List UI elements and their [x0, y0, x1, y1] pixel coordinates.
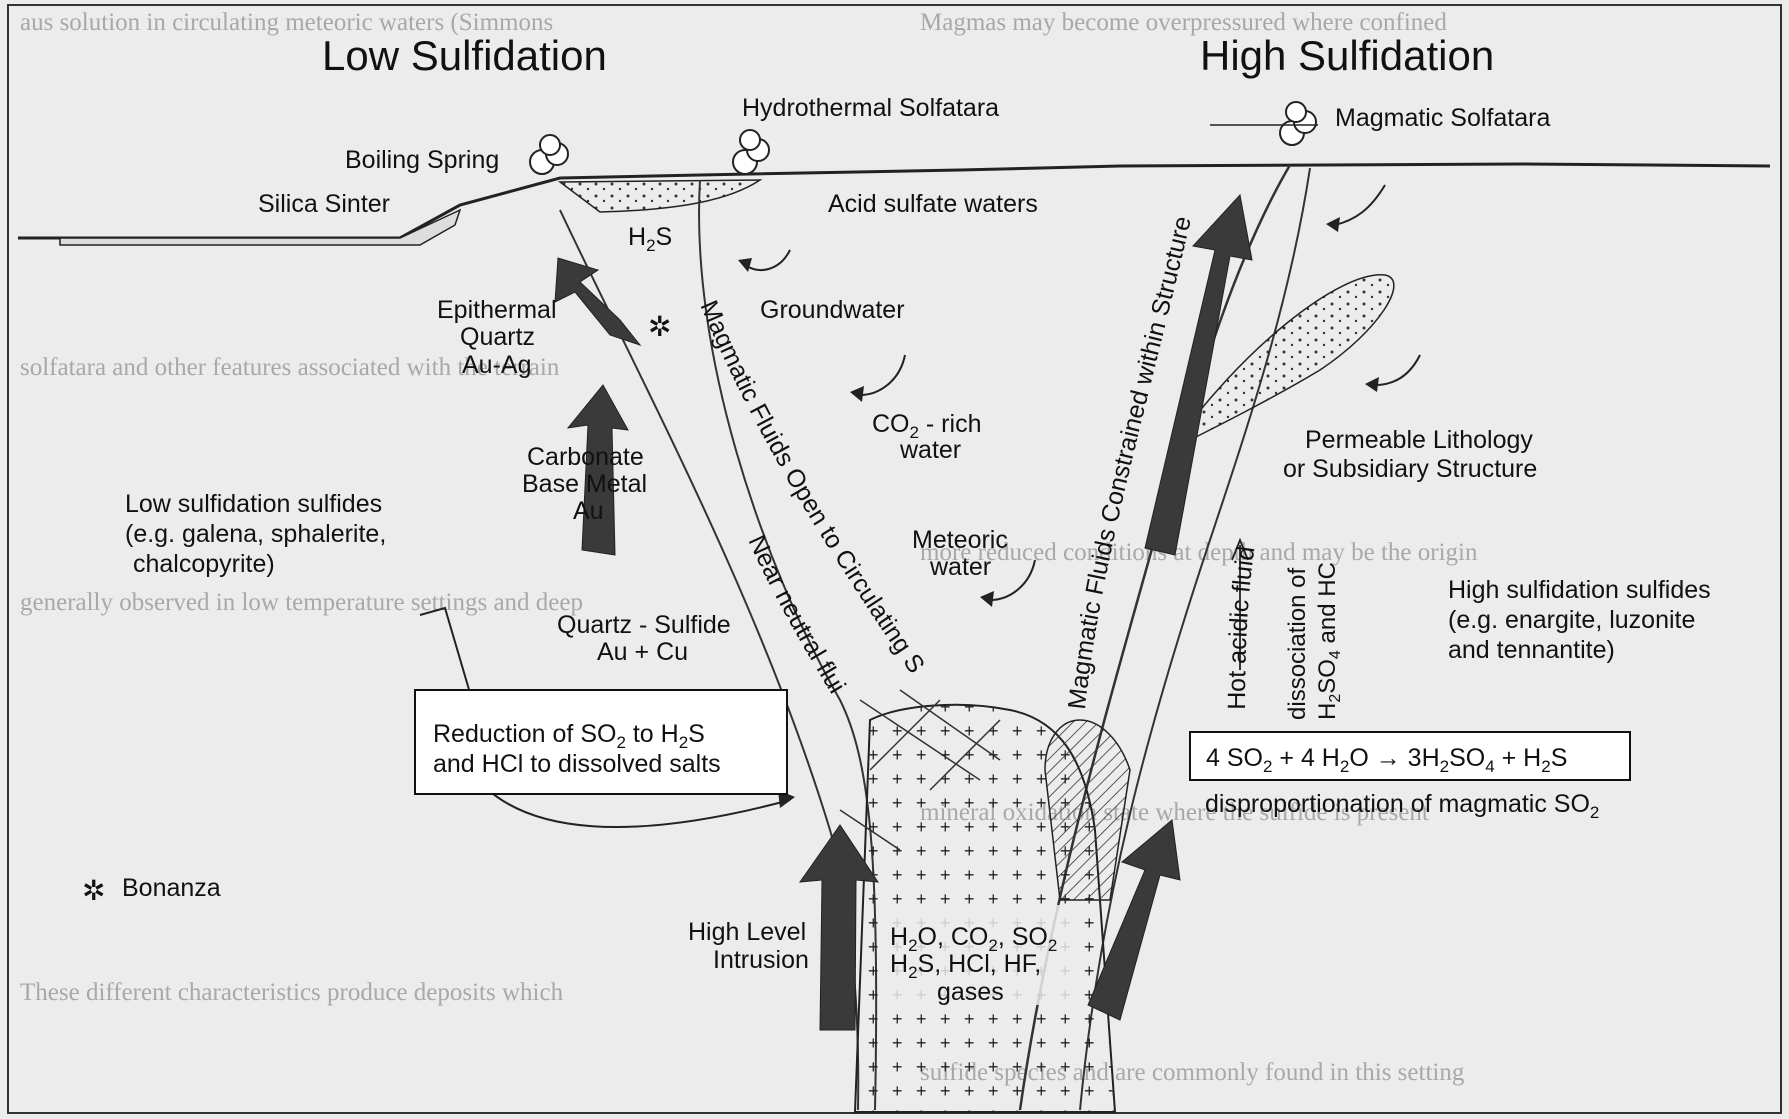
- co2-arrowhead-icon: [850, 386, 864, 402]
- equation-text: 4 SO2 + 4 H2O → 3H2SO4 + H2S: [1206, 744, 1567, 776]
- disproportionation-text: disproportionation of magmatic SO2: [1205, 790, 1599, 822]
- legend-bonanza: Bonanza: [122, 874, 221, 902]
- label-epithermal-quartz: Quartz: [460, 323, 535, 351]
- label-quartz-sulfide: Quartz - Sulfide: [557, 611, 731, 639]
- label-hydrothermal-solfatara: Hydrothermal Solfatara: [742, 94, 999, 122]
- solfatara-return-arrow-icon: [1335, 185, 1385, 225]
- meteoric-arrowhead-icon: [980, 591, 994, 607]
- label-quartz-sulfide-au-cu: Au + Cu: [597, 638, 688, 666]
- reduction-leader-line: [420, 608, 470, 693]
- title-high-sulfidation: High Sulfidation: [1200, 32, 1494, 79]
- svg-text:gases: gases: [937, 978, 1004, 1006]
- label-meteoric: Meteoric: [912, 526, 1008, 554]
- legend-low-sulfides-examples: (e.g. galena, sphalerite,: [125, 520, 386, 548]
- legend-high-sulfides-examples: (e.g. enargite, luzonite: [1448, 606, 1695, 634]
- title-low-sulfidation: Low Sulfidation: [322, 32, 607, 79]
- label-acid-sulfate-waters: Acid sulfate waters: [828, 190, 1038, 218]
- permeable-arrowhead-icon: [1365, 377, 1379, 392]
- label-epithermal: Epithermal: [437, 296, 557, 324]
- reduction-text-line2: and HCl to dissolved salts: [433, 750, 721, 778]
- hydrothermal-solfatara-puff-icon: [733, 130, 769, 174]
- label-dissociation: dissociation of: [1284, 567, 1311, 720]
- svg-text:These different characteristic: These different characteristics produce …: [20, 979, 564, 1006]
- bonanza-legend-icon: ✲: [82, 875, 105, 906]
- label-gases: H2O, CO2, SO2 H2S, HCl, HF, gases: [885, 905, 1075, 1006]
- label-co2-water: water: [899, 436, 961, 464]
- flow-arrow-epithermal-icon: [555, 258, 640, 345]
- label-intrusion: Intrusion: [713, 946, 809, 974]
- legend-low-sulfides: Low sulfidation sulfides: [125, 490, 382, 518]
- label-boiling-spring: Boiling Spring: [345, 146, 499, 174]
- svg-text:generally observed in low temp: generally observed in low temperature se…: [20, 589, 583, 616]
- label-magmatic-solfatara: Magmatic Solfatara: [1335, 104, 1550, 132]
- label-epithermal-au-ag: Au-Ag: [462, 351, 531, 379]
- label-carbonate-au: Au: [573, 497, 604, 525]
- label-h2s: H2S: [628, 223, 672, 255]
- legend-high-sulfides: High sulfidation sulfides: [1448, 576, 1711, 604]
- legend-high-sulfides-tennantite: and tennantite): [1448, 636, 1615, 664]
- co2-water-arrow-icon: [860, 355, 905, 395]
- boiling-spring-puff-icon: [530, 135, 568, 174]
- label-silica-sinter: Silica Sinter: [258, 190, 390, 218]
- bonanza-marker-icon: ✲: [648, 311, 671, 342]
- label-permeable-lithology: Permeable Lithology: [1305, 426, 1533, 454]
- label-meteoric-water: water: [929, 553, 991, 581]
- solfatara-return-arrowhead-icon: [1326, 217, 1340, 232]
- label-base-metal: Base Metal: [522, 470, 647, 498]
- groundwater-arrowhead-icon: [738, 258, 752, 272]
- label-high-level: High Level: [688, 918, 806, 946]
- legend-low-sulfides-chalcopyrite: chalcopyrite): [133, 550, 275, 578]
- magmatic-solfatara-puff-icon: [1280, 102, 1316, 145]
- groundwater-arrow-icon: [745, 250, 790, 270]
- meteoric-water-arrow-icon: [990, 560, 1035, 600]
- permeable-arrow-icon: [1375, 355, 1420, 385]
- reduction-text-line1: Reduction of SO2 to H2S: [433, 720, 705, 752]
- acid-sulfate-zone: [560, 180, 760, 212]
- label-subsidiary-structure: or Subsidiary Structure: [1283, 455, 1537, 483]
- label-groundwater: Groundwater: [760, 296, 905, 324]
- label-carbonate: Carbonate: [527, 443, 644, 471]
